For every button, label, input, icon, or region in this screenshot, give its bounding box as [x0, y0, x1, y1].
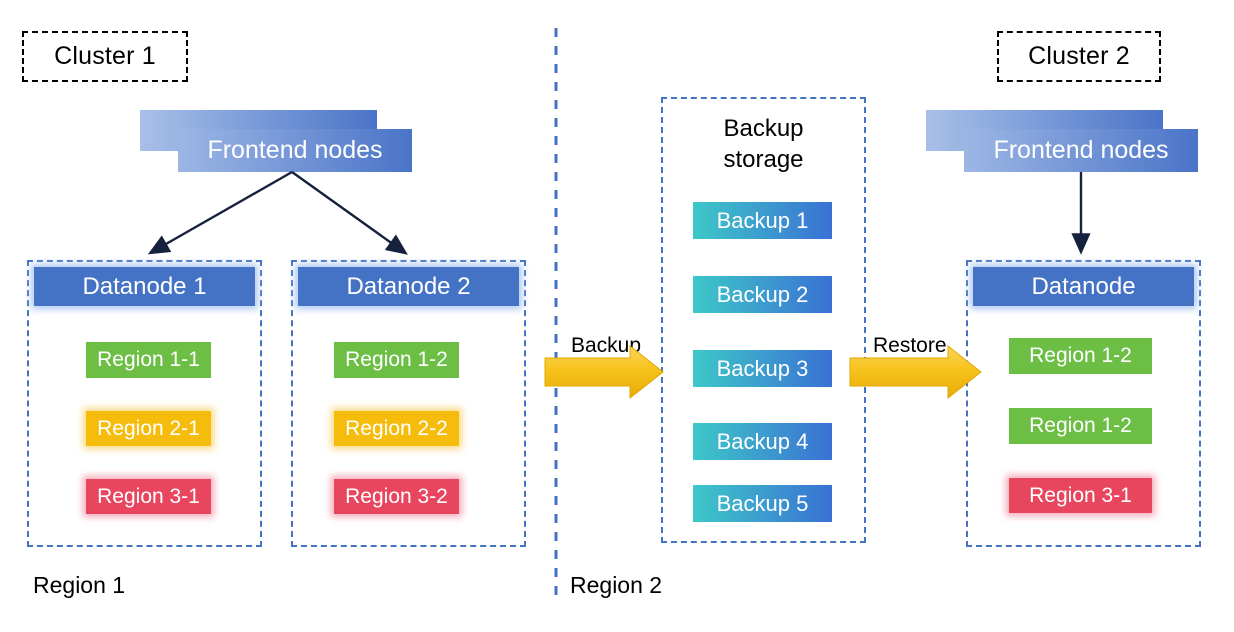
backup-item-2-label: Backup 2	[716, 281, 809, 307]
frontend-nodes-1-label: Frontend nodes	[207, 136, 383, 164]
datanode-2-region-2[interactable]: Region 2-2	[334, 411, 459, 446]
datanode-3-region-2-label: Region 1-2	[1029, 414, 1132, 437]
connector-frontend1-to-datanode2	[291, 171, 408, 255]
backup-item-4-label: Backup 4	[716, 428, 809, 454]
datanode-3-region-3-label: Region 3-1	[1029, 483, 1132, 507]
datanode-3-region-3[interactable]: Region 3-1	[1009, 478, 1152, 513]
datanode-2-region-3-label: Region 3-2	[345, 484, 448, 508]
datanode-1-title: Datanode 1	[82, 272, 207, 300]
backup-item-2[interactable]: Backup 2	[693, 276, 832, 313]
backup-storage-title-line-1: Backup	[723, 115, 804, 142]
connector-frontend1-to-datanode1	[147, 170, 293, 255]
backup-item-5[interactable]: Backup 5	[693, 485, 832, 522]
frontend-nodes-2-front-card[interactable]: Frontend nodes	[964, 129, 1198, 172]
datanode-2-region-1[interactable]: Region 1-2	[334, 342, 459, 378]
datanode-1-region-2[interactable]: Region 2-1	[86, 411, 211, 446]
datanode-3-container: Datanode Region 1-2 Region 1-2 Region 3-…	[966, 260, 1201, 547]
datanode-1-region-3[interactable]: Region 3-1	[86, 479, 211, 514]
datanode-2-region-3[interactable]: Region 3-2	[334, 479, 459, 514]
cluster-2-box: Cluster 2	[997, 31, 1161, 82]
restore-arrow-label: Restore	[873, 334, 947, 357]
datanode-1-region-3-label: Region 3-1	[97, 484, 200, 508]
datanode-2-region-1-label: Region 1-2	[345, 348, 448, 371]
datanode-3-region-1[interactable]: Region 1-2	[1009, 338, 1152, 374]
datanode-2-region-2-label: Region 2-2	[345, 416, 448, 440]
backup-arrow-label: Backup	[571, 334, 642, 357]
frontend-nodes-2-label: Frontend nodes	[993, 136, 1169, 164]
datanode-1-region-1-label: Region 1-1	[97, 348, 200, 371]
frontend-nodes-1: Frontend nodes	[140, 110, 412, 172]
backup-storage-title-line-2: storage	[723, 146, 804, 173]
region-2-label: Region 2	[570, 572, 663, 598]
datanode-3-header[interactable]: Datanode	[973, 267, 1194, 306]
region-1-label: Region 1	[33, 572, 126, 598]
datanode-1-region-1[interactable]: Region 1-1	[86, 342, 211, 378]
datanode-2-container: Datanode 2 Region 1-2 Region 2-2 Region …	[291, 260, 526, 547]
datanode-1-region-2-label: Region 2-1	[97, 416, 200, 440]
datanode-1-header[interactable]: Datanode 1	[34, 267, 255, 306]
backup-item-5-label: Backup 5	[716, 490, 809, 516]
datanode-3-region-1-label: Region 1-2	[1029, 344, 1132, 367]
frontend-nodes-2: Frontend nodes	[926, 110, 1198, 172]
backup-item-3-label: Backup 3	[716, 355, 809, 381]
datanode-2-title: Datanode 2	[346, 272, 471, 300]
datanode-3-title: Datanode	[1031, 272, 1136, 300]
frontend-nodes-1-front-card[interactable]: Frontend nodes	[178, 129, 412, 172]
backup-storage-title: Backup storage	[663, 113, 864, 175]
datanode-3-region-2[interactable]: Region 1-2	[1009, 408, 1152, 444]
backup-item-3[interactable]: Backup 3	[693, 350, 832, 387]
backup-item-1[interactable]: Backup 1	[693, 202, 832, 239]
cluster-1-label: Cluster 1	[54, 42, 156, 70]
datanode-2-header[interactable]: Datanode 2	[298, 267, 519, 306]
datanode-1-container: Datanode 1 Region 1-1 Region 2-1 Region …	[27, 260, 262, 547]
backup-item-4[interactable]: Backup 4	[693, 423, 832, 460]
backup-item-1-label: Backup 1	[716, 207, 809, 233]
cluster-1-box: Cluster 1	[22, 31, 188, 82]
backup-storage-container: Backup storage Backup 1 Backup 2 Backup …	[661, 97, 866, 543]
cluster-2-label: Cluster 2	[1028, 42, 1130, 70]
